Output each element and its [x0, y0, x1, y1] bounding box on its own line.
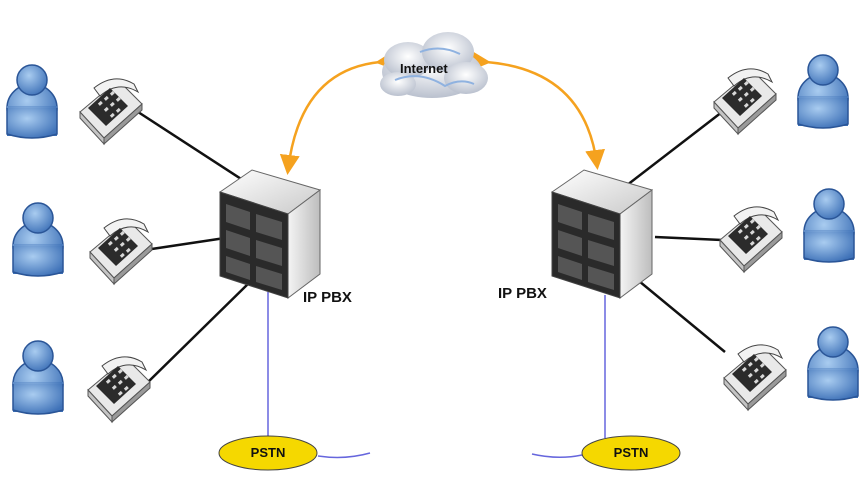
- pbx-server-icon: [551, 169, 653, 299]
- pbx-server-icon: [219, 169, 321, 299]
- user-icon: [12, 340, 64, 415]
- user-icon: [807, 326, 859, 401]
- pstn-trunk-line: [317, 452, 371, 459]
- cloud-icon: [380, 32, 488, 98]
- telephone-icon: [79, 78, 143, 145]
- user-icon: [797, 54, 849, 129]
- internet-link: [470, 50, 606, 170]
- phone-link: [144, 236, 226, 252]
- pstn-label-right: PSTN: [613, 445, 649, 460]
- telephone-icon: [89, 218, 153, 285]
- internet-label: Internet: [400, 61, 448, 76]
- telephone-icon: [713, 68, 777, 135]
- user-icon: [6, 64, 58, 139]
- phone-link: [144, 279, 253, 386]
- phone-link: [134, 108, 259, 192]
- pstn-label-left: PSTN: [250, 445, 286, 460]
- pstn-cloud-left: [218, 435, 318, 471]
- pstn-trunk-line: [531, 453, 583, 458]
- internet-link: [279, 50, 396, 175]
- user-icon: [803, 188, 855, 263]
- pbx-label-right: IP PBX: [498, 285, 547, 302]
- phone-link: [627, 271, 726, 353]
- telephone-icon: [723, 344, 787, 411]
- telephone-icon: [719, 206, 783, 273]
- pstn-cloud-right: [581, 435, 681, 471]
- phone-link: [654, 235, 723, 242]
- telephone-icon: [87, 356, 151, 423]
- user-icon: [12, 202, 64, 277]
- pbx-label-left: IP PBX: [303, 289, 352, 306]
- phone-link: [617, 111, 723, 193]
